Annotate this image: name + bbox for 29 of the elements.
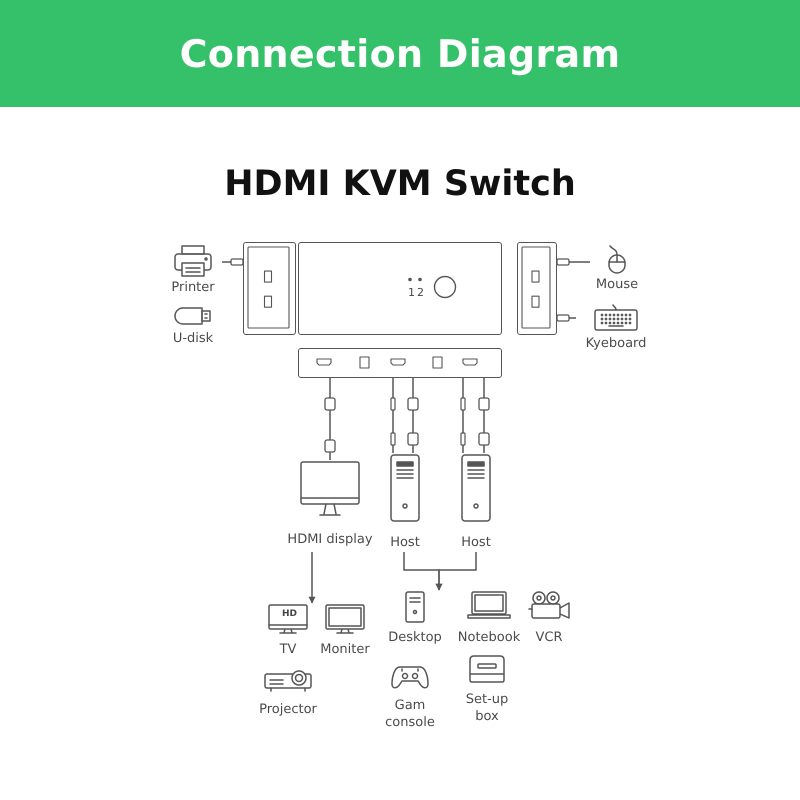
hd-mark: HD <box>282 610 298 619</box>
device-label: Desktop <box>388 630 442 647</box>
cable <box>483 378 485 453</box>
cable <box>462 378 464 453</box>
port-number: 1 <box>408 287 415 298</box>
device-label: Notebook <box>458 630 520 647</box>
device-label: Kyeboard <box>586 336 646 353</box>
device-label: U-disk <box>172 331 214 348</box>
device-label: Gam console <box>384 698 436 732</box>
device-label: VCR <box>535 630 562 647</box>
device-label: Moniter <box>320 642 370 659</box>
device-label: Host <box>461 535 491 552</box>
title: Connection Diagram <box>180 32 620 76</box>
cable <box>392 378 394 453</box>
device-label: TV <box>280 642 296 659</box>
product-heading: HDMI KVM Switch <box>224 164 576 204</box>
device-label: Host <box>390 535 420 552</box>
arrow <box>436 552 477 591</box>
port-number: 2 <box>417 287 424 298</box>
device-label: Printer <box>171 280 215 297</box>
device-label: HDMI display <box>287 532 373 549</box>
cable <box>329 378 331 460</box>
arrow <box>308 552 316 604</box>
device-label: Projector <box>259 702 317 719</box>
device-label: Mouse <box>596 277 638 294</box>
device-label: Set-up box <box>464 692 510 726</box>
cable <box>412 378 414 453</box>
switch-top-panel <box>298 242 502 335</box>
switch-back-panel <box>298 348 502 378</box>
